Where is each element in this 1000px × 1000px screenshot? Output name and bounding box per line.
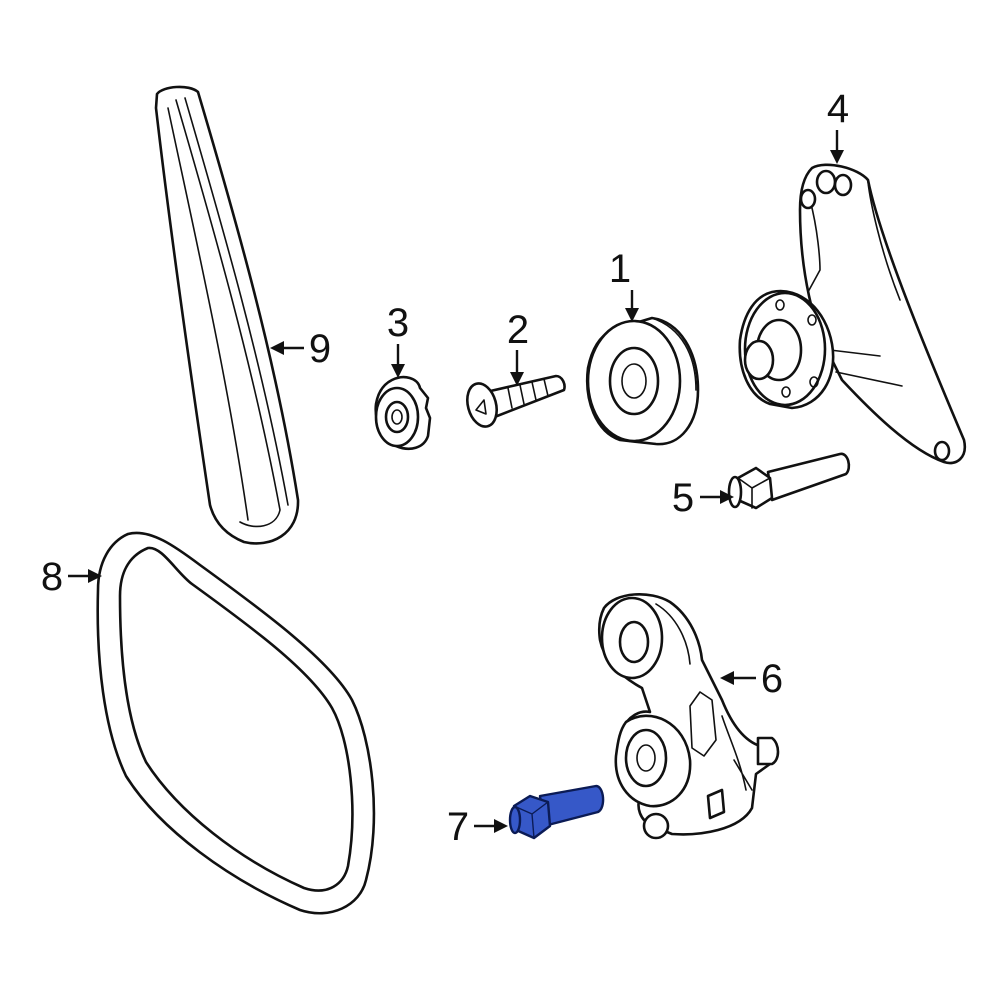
- callout-arrow-7: [494, 819, 508, 833]
- callout-number-8: 8: [41, 555, 63, 599]
- callout-number-2: 2: [507, 308, 529, 352]
- callout-arrow-3: [391, 364, 405, 378]
- serpentine-belt-drawing: [96, 531, 376, 915]
- idler-pulley-drawing: [585, 316, 700, 446]
- bracket-bolt-drawing: [727, 452, 851, 510]
- callout-9: 9: [270, 327, 331, 371]
- callout-number-3: 3: [387, 301, 409, 345]
- pulley-bolt-drawing: [466, 374, 566, 428]
- mounting-bracket-drawing: [738, 163, 967, 465]
- callout-arrow-9: [270, 341, 284, 355]
- callout-7: 7: [447, 805, 508, 849]
- callout-arrow-2: [510, 372, 524, 386]
- callout-4: 4: [827, 87, 849, 164]
- accessory-belt-drawing: [154, 85, 300, 545]
- callout-number-5: 5: [672, 476, 694, 520]
- callout-6: 6: [720, 657, 783, 701]
- callout-2: 2: [507, 308, 529, 386]
- callout-number-6: 6: [761, 657, 783, 701]
- callout-arrow-1: [625, 308, 639, 322]
- belt-tensioner-drawing: [597, 592, 780, 840]
- callout-1: 1: [609, 247, 639, 322]
- tensioner-bolt-drawing: [508, 784, 605, 840]
- callout-arrow-4: [830, 150, 844, 164]
- callout-arrow-6: [720, 671, 734, 685]
- callout-arrow-5: [720, 490, 734, 504]
- callout-number-7: 7: [447, 805, 469, 849]
- callout-3: 3: [387, 301, 409, 378]
- callout-8: 8: [41, 555, 102, 599]
- callout-number-1: 1: [609, 247, 631, 291]
- callout-arrow-8: [88, 569, 102, 583]
- callout-number-4: 4: [827, 87, 849, 131]
- dust-cap-drawing: [374, 375, 432, 450]
- callout-number-9: 9: [309, 327, 331, 371]
- callout-5: 5: [672, 476, 734, 520]
